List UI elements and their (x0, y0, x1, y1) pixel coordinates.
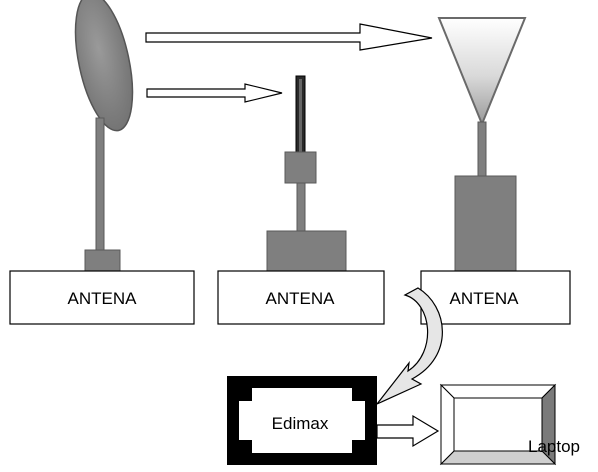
horn-cone (437, 17, 527, 127)
monopole-mast (296, 182, 306, 232)
antenna-base-2: ANTENA (217, 270, 385, 325)
dish-antenna (74, 0, 134, 272)
monopole-mount-block (266, 230, 347, 272)
dish-mount-block (84, 249, 121, 272)
antenna-label-2: ANTENA (266, 289, 336, 308)
horn-antenna (437, 17, 527, 272)
antenna-base-3: ANTENA (420, 270, 571, 325)
arrow-dish-to-horn (145, 23, 433, 51)
antenna-base-1: ANTENA (9, 270, 195, 325)
horn-mast (477, 121, 487, 177)
antenna-label-3: ANTENA (450, 289, 520, 308)
arrow-edimax-to-laptop (376, 414, 440, 448)
edimax-label: Edimax (272, 414, 329, 433)
antenna-label-1: ANTENA (68, 289, 138, 308)
curved-arrow-antenna-to-edimax (376, 287, 443, 405)
arrow-dish-to-monopole (146, 83, 283, 103)
monopole-antenna (266, 75, 347, 272)
laptop-label: Laptop (528, 437, 580, 456)
horn-mount-block (454, 175, 517, 272)
monopole-head-block (284, 151, 317, 184)
edimax-device: Edimax (227, 376, 377, 465)
dish-mast (95, 117, 105, 253)
laptop-device: Laptop (439, 383, 580, 466)
dish-reflector (74, 0, 134, 132)
